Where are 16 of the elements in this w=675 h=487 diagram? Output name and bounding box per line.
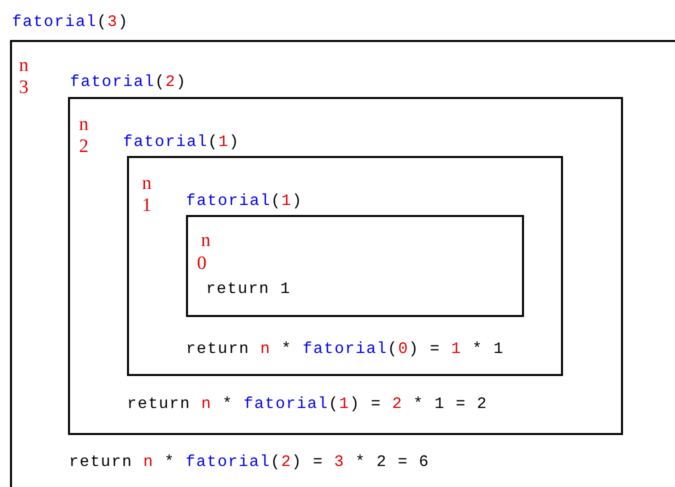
return-statement: return n * fatorial(0) = 1 * 1 <box>186 339 504 359</box>
variable-name: n <box>19 56 28 76</box>
variable-name: n <box>142 174 152 194</box>
return-statement: return n * fatorial(1) = 2 * 1 = 2 <box>127 394 488 414</box>
variable-name: n <box>79 115 88 135</box>
function-call-label: fatorial(2) <box>70 72 187 92</box>
variable-value: 2 <box>79 137 88 157</box>
variable-value: 0 <box>197 254 206 274</box>
return-statement: return n * fatorial(2) = 3 * 2 = 6 <box>69 452 430 472</box>
function-call-label: fatorial(1) <box>186 191 303 211</box>
variable-value: 3 <box>19 78 28 98</box>
return-statement: return 1 <box>206 279 291 299</box>
function-call-label: fatorial(1) <box>123 132 240 152</box>
function-call-label: fatorial(3) <box>12 12 129 32</box>
variable-value: 1 <box>142 196 152 216</box>
variable-name: n <box>201 231 210 251</box>
